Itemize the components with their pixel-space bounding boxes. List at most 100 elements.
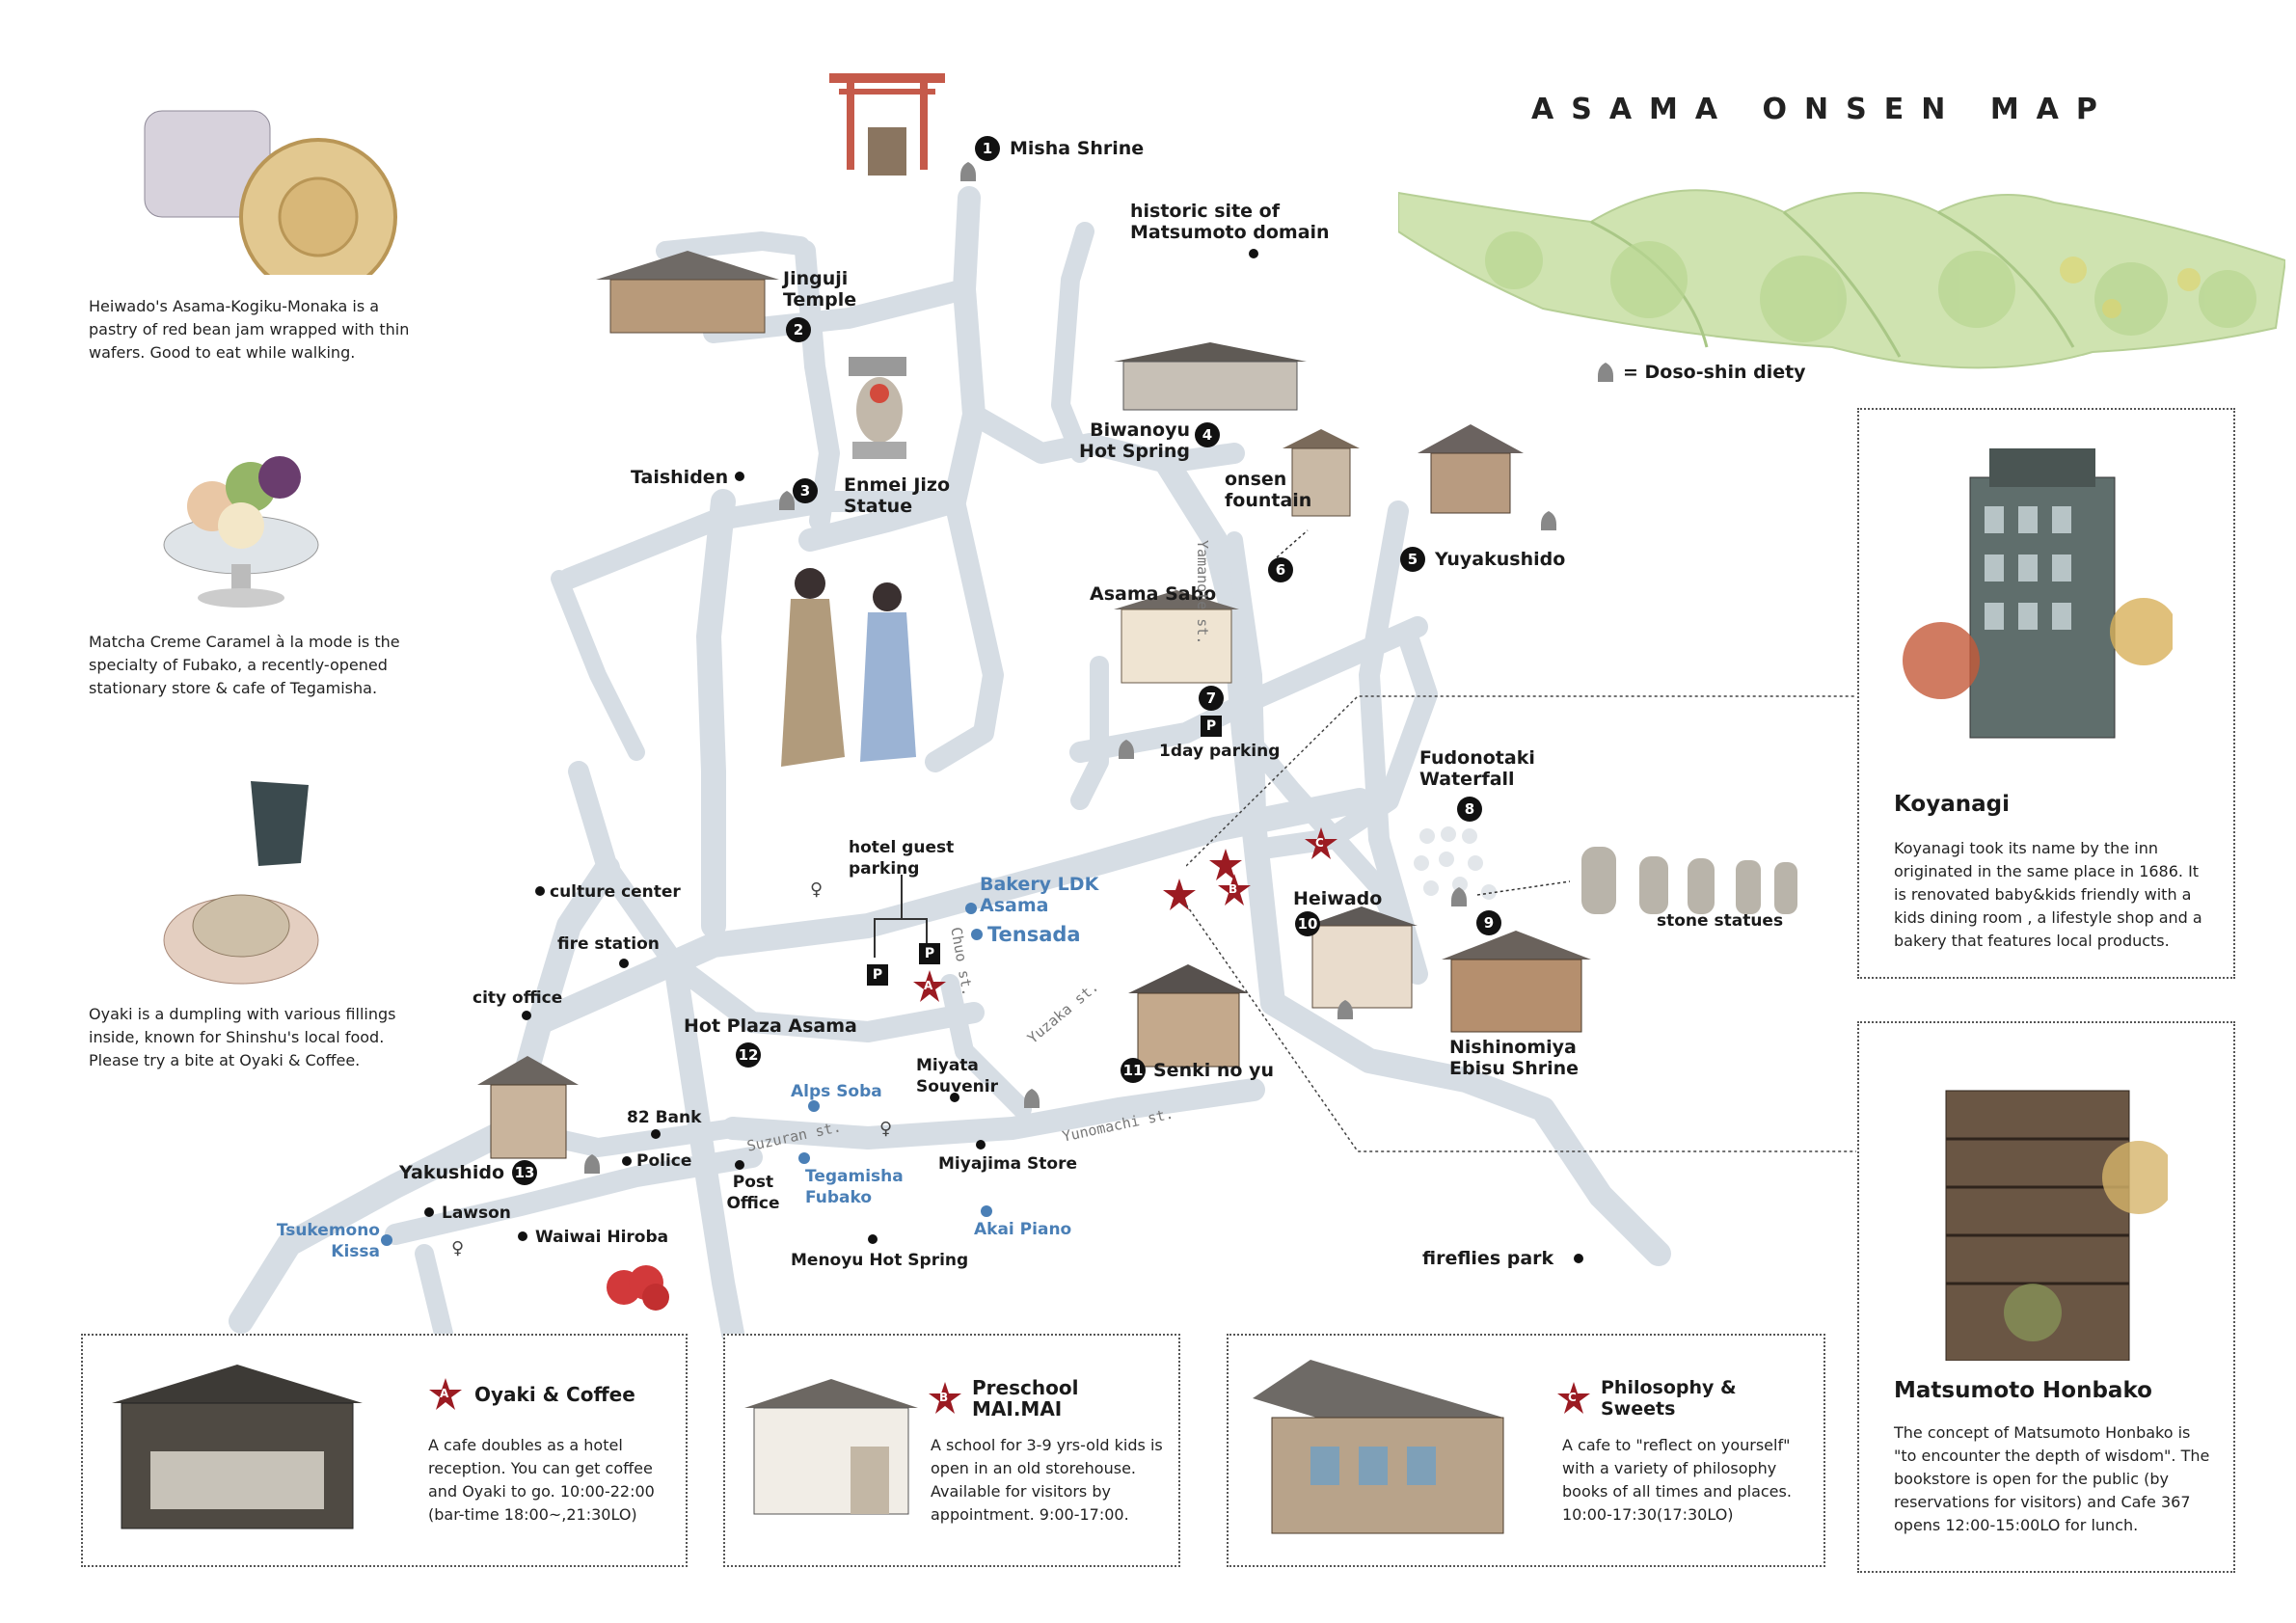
enmei-jizo-label: Enmei Jizo Statue bbox=[844, 474, 951, 517]
oyaki-coffee-illustration bbox=[112, 1365, 363, 1529]
alps-soba-dot bbox=[808, 1100, 820, 1112]
yuyakushido-illustration bbox=[1418, 424, 1524, 514]
fudonotaki-label: Fudonotaki Waterfall bbox=[1419, 747, 1535, 790]
historic-site-dot bbox=[1249, 249, 1258, 258]
koyanagi-illustration bbox=[1903, 448, 2173, 739]
honbako-illustration bbox=[1945, 1090, 2168, 1361]
doso-shin-icon bbox=[960, 162, 976, 181]
taishiden-label: Taishiden bbox=[631, 467, 729, 488]
biwanoyu-label: Biwanoyu Hot Spring bbox=[1079, 419, 1190, 462]
post-office-label: Post Office bbox=[726, 1173, 780, 1213]
place-senki-no-yu[interactable]: 11 Senki no yu bbox=[1121, 1058, 1274, 1083]
feature-header-b: B Preschool MAI.MAI bbox=[928, 1377, 1169, 1420]
doso-shin-icon bbox=[584, 1154, 600, 1174]
tensada-dot bbox=[971, 929, 983, 940]
waterfall-marks bbox=[1414, 826, 1497, 900]
1day-parking-label: 1day parking bbox=[1159, 742, 1281, 761]
heiwado-illustration bbox=[1307, 906, 1418, 1009]
place-number-9[interactable]: 9 bbox=[1476, 910, 1501, 935]
feature-box-b: B Preschool MAI.MAI A school for 3-9 yrs… bbox=[723, 1334, 1180, 1567]
place-yuyakushido[interactable]: 5 Yuyakushido bbox=[1400, 547, 1565, 572]
onsen-fountain-illustration bbox=[1283, 429, 1360, 517]
fire-station-label: fire station bbox=[557, 934, 660, 954]
tegamisha-dot bbox=[798, 1152, 810, 1164]
road bbox=[696, 489, 736, 938]
hotel-guest-parking-label: hotel guest parking bbox=[849, 838, 955, 879]
nishinomiya-shrine-illustration bbox=[1442, 931, 1591, 1033]
koyanagi-desc: Koyanagi took its name by the inn origin… bbox=[1894, 839, 2202, 950]
menoyu-label: Menoyu Hot Spring bbox=[791, 1251, 969, 1270]
miyata-dot bbox=[950, 1093, 959, 1102]
place-number-12[interactable]: 12 bbox=[736, 1042, 761, 1068]
star-marker[interactable] bbox=[1208, 848, 1243, 882]
place-number: 13 bbox=[512, 1160, 537, 1185]
koyanagi-title: Koyanagi bbox=[1894, 792, 2010, 817]
feature-box-a: A Oyaki & Coffee A cafe doubles as a hot… bbox=[81, 1334, 688, 1567]
taishiden-dot bbox=[735, 472, 744, 481]
stone-statues-label: stone statues bbox=[1657, 911, 1784, 931]
doso-shin-icon bbox=[1024, 1089, 1040, 1108]
waiwai-label: Waiwai Hiroba bbox=[535, 1228, 669, 1247]
street-yamanote: Yamanote st. bbox=[1194, 540, 1211, 645]
akai-piano-label: Akai Piano bbox=[974, 1220, 1072, 1239]
bakery-dot bbox=[965, 903, 977, 914]
place-yakushido[interactable]: Yakushido 13 bbox=[399, 1160, 537, 1185]
monaka-illustration bbox=[144, 110, 397, 275]
tsukemono-label: Tsukemono Kissa bbox=[276, 1221, 380, 1261]
road bbox=[798, 186, 986, 552]
place-number-2[interactable]: 2 bbox=[786, 317, 811, 342]
place-misha-shrine[interactable]: 1 Misha Shrine bbox=[975, 136, 1144, 161]
place-number-10[interactable]: 10 bbox=[1295, 911, 1320, 936]
lawson-label: Lawson bbox=[442, 1204, 511, 1223]
place-number: 5 bbox=[1400, 547, 1425, 572]
doso-shin-icon bbox=[1598, 363, 1613, 382]
fireflies-park-dot bbox=[1574, 1254, 1583, 1263]
map-title: ASAMA ONSEN MAP bbox=[1531, 93, 2115, 126]
star-marker[interactable] bbox=[1162, 878, 1197, 912]
star-marker-c[interactable]: C bbox=[1304, 826, 1338, 861]
doso-shin-icon bbox=[1337, 1000, 1353, 1019]
city-office-label: city office bbox=[473, 988, 563, 1008]
honbako-title: Matsumoto Honbako bbox=[1894, 1378, 2152, 1403]
feature-desc-b: A school for 3-9 yrs-old kids is open in… bbox=[931, 1436, 1163, 1524]
road bbox=[558, 491, 965, 589]
place-number: 11 bbox=[1121, 1058, 1146, 1083]
honbako-desc: The concept of Matsumoto Honbako is "to … bbox=[1894, 1423, 2210, 1534]
historic-site-label: historic site of Matsumoto domain bbox=[1130, 201, 1330, 243]
place-number-3[interactable]: 3 bbox=[793, 478, 818, 503]
asama-sabo-label: Asama Sabo bbox=[1090, 583, 1217, 605]
legend-diety: = Doso-shin diety bbox=[1596, 361, 1806, 384]
place-number-6[interactable]: 6 bbox=[1268, 557, 1293, 582]
onsen-fountain-label: onsen fountain bbox=[1225, 469, 1312, 511]
jizo-statue-illustration bbox=[849, 357, 906, 459]
place-number-8[interactable]: 8 bbox=[1457, 797, 1482, 822]
nishinomiya-label: Nishinomiya Ebisu Shrine bbox=[1449, 1037, 1580, 1079]
road bbox=[1226, 531, 1267, 857]
road bbox=[1051, 222, 1094, 463]
misha-shrine-illustration bbox=[829, 73, 945, 176]
miyajima-dot bbox=[976, 1140, 986, 1150]
yukata-couple-illustration bbox=[781, 568, 916, 767]
road bbox=[1359, 500, 1428, 985]
miyata-label: Miyata Souvenir bbox=[916, 1056, 998, 1096]
parking-icon: P bbox=[919, 943, 940, 964]
senki-no-yu-illustration bbox=[1128, 964, 1249, 1068]
doso-shin-icon bbox=[1451, 887, 1467, 906]
fountain-leader-line bbox=[1276, 529, 1309, 558]
place-number: 1 bbox=[975, 136, 1000, 161]
police-dot bbox=[622, 1156, 632, 1166]
place-number-7[interactable]: 7 bbox=[1199, 686, 1224, 711]
star-marker-b[interactable]: B bbox=[1217, 873, 1252, 907]
post-office-dot bbox=[735, 1160, 744, 1170]
bakery-label: Bakery LDK Asama bbox=[980, 874, 1099, 916]
road bbox=[656, 231, 810, 260]
place-number-4[interactable]: 4 bbox=[1195, 422, 1220, 447]
star-marker-a[interactable]: A bbox=[912, 969, 947, 1004]
doso-shin-icon bbox=[1541, 511, 1556, 530]
road bbox=[1253, 626, 1438, 859]
road bbox=[663, 953, 744, 1345]
feature-desc-c: A cafe to "reflect on yourself" with a v… bbox=[1562, 1436, 1792, 1524]
restroom-icon: ♀ bbox=[810, 879, 824, 900]
akai-piano-dot bbox=[981, 1205, 992, 1217]
tensada-label: Tensada bbox=[987, 923, 1081, 946]
